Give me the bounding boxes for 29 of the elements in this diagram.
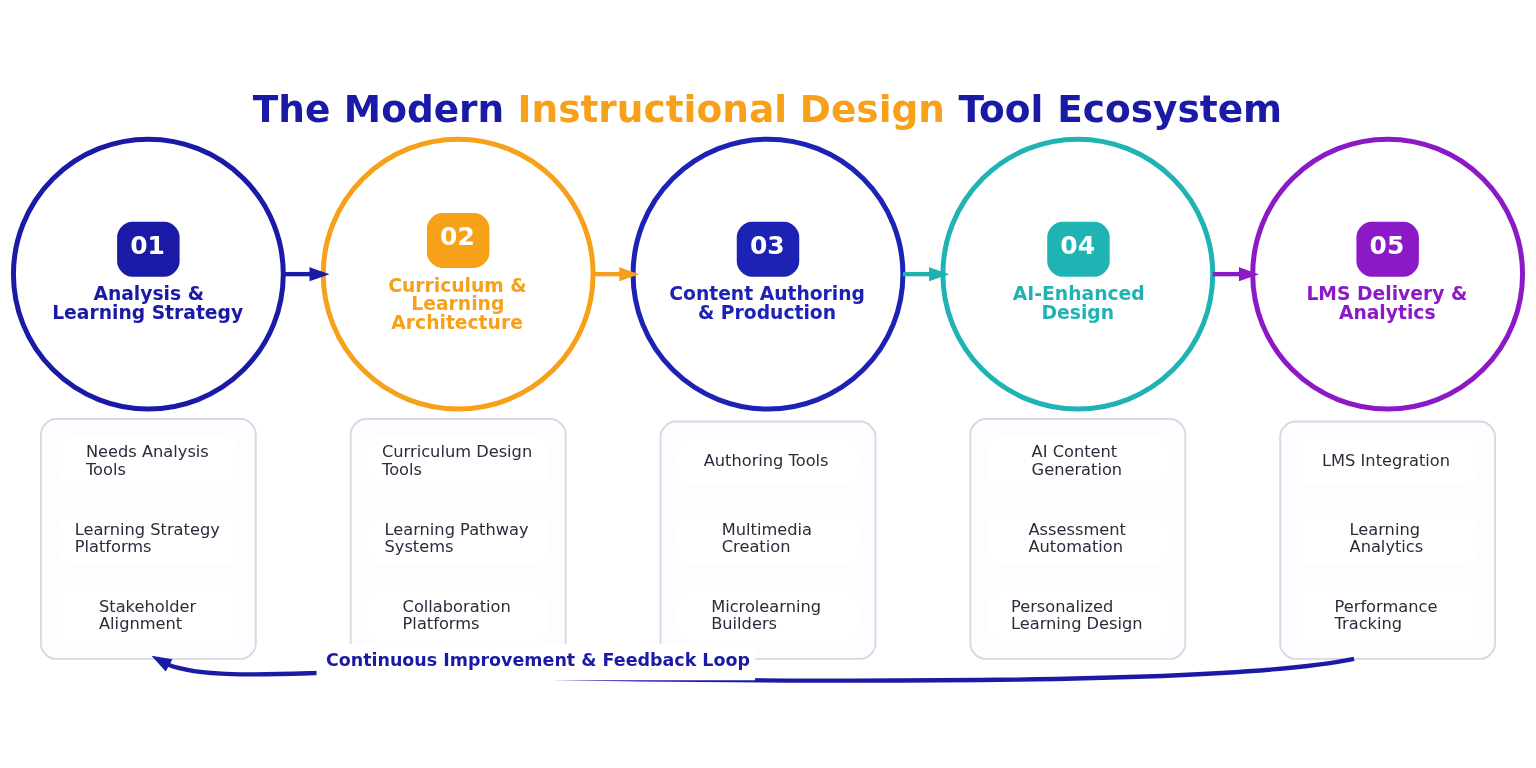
arrow (902, 266, 950, 281)
node-text: Stakeholder Alignment (99, 596, 197, 633)
node-circle: 04 AI-Enhanced Design (940, 136, 1216, 412)
node-text: Needs Analysis Tools (85, 441, 209, 479)
node-circle: 03 Content Authoring & Production (630, 136, 906, 412)
node-text: AI Content Generation (1031, 441, 1123, 479)
node-text: Learning Pathway Systems (384, 518, 529, 556)
edge-label: Continuous Improvement & Feedback Loop (325, 649, 750, 670)
node-circle: 02 Curriculum & Learning Architecture (320, 136, 596, 412)
node-text: Multimedia Creation (721, 518, 813, 556)
arrow (283, 266, 330, 281)
node-circle: 01 Analysis & Learning Strategy (10, 136, 286, 412)
node-text: Curriculum Design Tools (381, 441, 533, 479)
cluster (1279, 420, 1496, 660)
arrow (593, 266, 640, 281)
node-text: Collaboration Platforms (402, 596, 511, 633)
node-text: LMS Integration (1322, 450, 1451, 470)
node-circle: 05 LMS Delivery & Analytics (1250, 136, 1526, 412)
node-text: Learning Analytics (1349, 518, 1424, 556)
node-text: Authoring Tools (703, 450, 829, 470)
cluster (40, 417, 257, 660)
arrow (1212, 266, 1259, 281)
node-text: Learning Strategy Platforms (74, 518, 220, 556)
node-text: Assessment Automation (1028, 518, 1126, 556)
node-text: Performance Tracking (1334, 596, 1438, 633)
diagram-title: The Modern Instructional Design Tool Ecosystem (252, 86, 1283, 131)
node-text: Personalized Learning Design (1010, 596, 1143, 633)
cluster (969, 417, 1187, 660)
node-text: Microlearning Builders (711, 596, 822, 633)
